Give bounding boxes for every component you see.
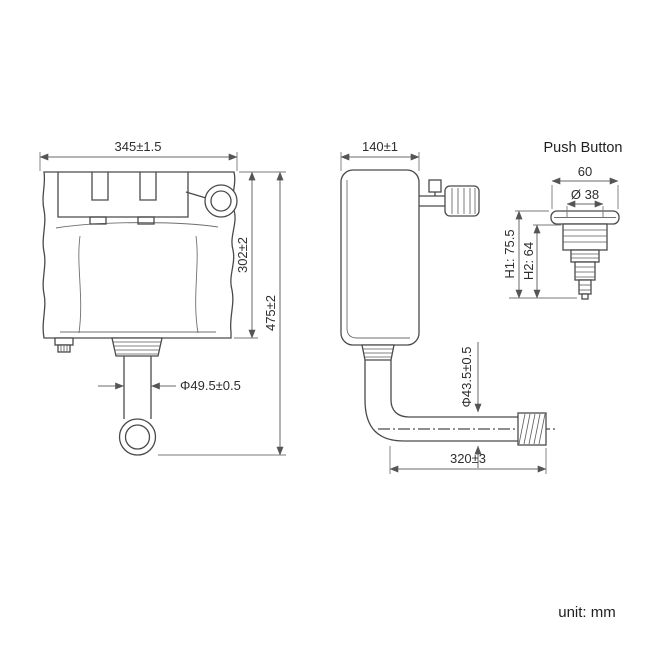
push-button-view (550, 210, 620, 300)
front-outlet-diameter-dimension: Φ49.5±0.5 (180, 378, 241, 393)
push-button-h1-dimension: H1: 75.5 (502, 229, 517, 278)
body-threads-lower (575, 266, 595, 278)
outlet-pipe (123, 356, 152, 419)
valve-knob-ribs (451, 188, 476, 214)
front-width-dimension: 345±1.5 (115, 139, 162, 154)
body-threads-upper (563, 229, 607, 243)
side-view (340, 169, 556, 446)
front-total-height-dimension: 475±2 (263, 295, 278, 331)
front-view (42, 171, 238, 456)
flush-pipe-elbow (364, 360, 556, 446)
access-recess (57, 172, 189, 225)
inlet-cap (185, 184, 238, 218)
front-view-dimensions: 345±1.5 302±2 475±2 Φ49.5±0.5 (39, 139, 286, 456)
collar-threads (113, 341, 161, 355)
side-pipe-diameter-dimension: Φ43.5±0.5 (459, 347, 474, 408)
push-button-h2-dimension: H2: 64 (521, 242, 536, 280)
tank-side-inner-contour (346, 180, 410, 339)
pipe-end-threads (518, 413, 546, 445)
tank-contours (55, 222, 219, 334)
side-pipe-length-dimension: 320±3 (450, 451, 486, 466)
outlet-flange (118, 418, 157, 456)
push-button-dimensions: Push Button 60 Ø 38 H1: 75.5 H2: 64 (502, 140, 623, 299)
push-button-width-dimension: 60 (578, 164, 592, 179)
side-view-dimensions: 140±1 Φ43.5±0.5 320±3 (340, 139, 547, 474)
side-outlet-collar (361, 344, 395, 361)
push-button-cap (550, 210, 620, 225)
fill-valve-assembly (419, 179, 480, 217)
drain-valve-stub (54, 337, 74, 353)
push-button-diameter-dimension: Ø 38 (571, 187, 599, 202)
outlet-collar (111, 337, 163, 357)
body-threads-middle (571, 253, 599, 259)
unit-label: unit: mm (558, 604, 616, 621)
tank-outline (42, 171, 236, 339)
side-collar-threads (363, 348, 393, 358)
push-button-title: Push Button (544, 140, 623, 156)
front-body-height-dimension: 302±2 (235, 237, 250, 273)
valve-threads (60, 345, 68, 352)
push-button-body (562, 223, 608, 300)
side-depth-dimension: 140±1 (362, 139, 398, 154)
tank-side-outline (340, 169, 420, 346)
pipe-threaded-end (517, 412, 547, 446)
stub-ribs (579, 284, 591, 291)
